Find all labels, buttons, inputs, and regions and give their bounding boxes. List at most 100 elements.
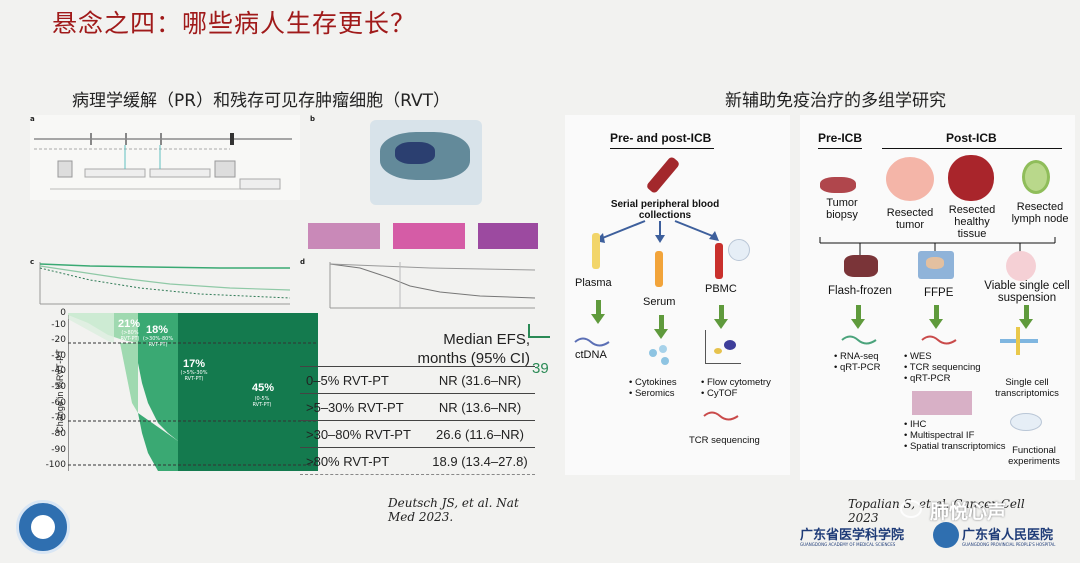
- blood-diagram: Pre- and post-ICB Serial peripheral bloo…: [565, 115, 790, 475]
- flash-frozen-label: Flash-frozen: [828, 285, 892, 297]
- single-cell-label: Single cell transcriptomics: [995, 377, 1059, 399]
- cell-suspension-icon: [1006, 251, 1036, 281]
- ffpe-arrow-icon: [929, 305, 943, 329]
- efs-value: 18.9 (13.4–27.8): [425, 447, 535, 475]
- serum-tube-icon: [655, 251, 663, 287]
- efs-value: NR (13.6–NR): [425, 393, 535, 421]
- blood-heading: Pre- and post-ICB: [610, 131, 712, 145]
- survival-panel-c: c: [30, 258, 295, 308]
- segment-range-2: (>30%-80% RVT-PT): [142, 336, 174, 348]
- table-row: 0–5% RVT-PT NR (31.6–NR): [300, 366, 535, 394]
- table-bottom-rule: [300, 474, 535, 475]
- tcr-label: TCR sequencing: [689, 435, 760, 446]
- blood-collection: Serial peripheral blood collections: [610, 199, 720, 221]
- ytick-70: -70: [51, 413, 66, 423]
- segment-pct-1: 21%: [118, 318, 141, 330]
- efs-group: >80% RVT-PT: [300, 447, 425, 475]
- regression-image: [308, 223, 380, 249]
- efs-value: 26.6 (11.6–NR): [425, 420, 535, 448]
- academy-name: 广东省医学科学院: [800, 528, 905, 543]
- list-item: • IHC: [904, 419, 927, 430]
- blood-arrows: [595, 220, 719, 243]
- side-number: 39: [532, 360, 549, 377]
- frozen-sample-icon: [844, 255, 878, 277]
- hospital-logo-icon: [933, 522, 959, 548]
- list-item: • Spatial transcriptomics: [904, 441, 1006, 452]
- healthy-tissue-icon: [948, 155, 994, 201]
- tumor-bed-diagram: [370, 120, 482, 205]
- segment-pct-3: 17%: [183, 358, 206, 370]
- left-citation-line1: Deutsch JS, et al. Nat: [388, 496, 519, 510]
- tissue-diagram: Pre-ICB Post-ICB Tumor biopsy Resected t…: [800, 115, 1075, 480]
- wechat-icon: [900, 500, 922, 518]
- list-item: • TCR sequencing: [904, 362, 981, 373]
- dna-icon: [574, 337, 610, 347]
- flash-items: • RNA-seq • qRT-PCR: [834, 351, 880, 373]
- hospital-footer: 广东省医学科学院 GUANGDONG ACADEMY OF MEDICAL SC…: [800, 522, 1060, 552]
- page-title: 悬念之四：哪些病人生存更长？: [52, 9, 417, 38]
- panel-label-b: b: [310, 115, 316, 123]
- segment-pct-2: 18%: [146, 324, 169, 336]
- segment-range-1: (>80% RVT-PT): [120, 330, 140, 342]
- hospital-name: 广东省人民医院: [962, 528, 1054, 543]
- table-row: >80% RVT-PT 18.9 (13.4–27.8): [300, 447, 535, 475]
- plasma-arrow-icon: [591, 300, 605, 324]
- list-item: • Cytokines: [629, 377, 677, 388]
- survival-panel-d: d: [300, 258, 540, 320]
- serum-label: Serum: [643, 296, 676, 308]
- pre-icb-label: Pre-ICB: [818, 131, 863, 145]
- single-cell-icon: [1000, 327, 1038, 355]
- post-icb-label: Post-ICB: [946, 131, 997, 145]
- pbmc-label: PBMC: [705, 283, 737, 295]
- panel-label-d: d: [300, 258, 306, 266]
- ctdna-label: ctDNA: [575, 349, 607, 361]
- list-item: • CyTOF: [701, 388, 738, 399]
- necrosis-image: [393, 223, 465, 249]
- ytick-80: -80: [51, 429, 66, 439]
- ytick-30: -30: [51, 351, 66, 361]
- right-citation-line1: Topalian S, et al. Cancer Cell: [848, 497, 1025, 511]
- ffpe-items: • WES • TCR sequencing • qRT-PCR: [904, 351, 981, 384]
- pbmc-arrow-icon: [714, 305, 728, 329]
- survival-curves-d: [329, 262, 536, 309]
- ytick-50: -50: [51, 382, 66, 392]
- list-item: • qRT-PCR: [834, 362, 881, 373]
- rna-icon: [841, 335, 877, 345]
- plasma-label: Plasma: [575, 277, 612, 289]
- ytick-20: -20: [51, 335, 66, 345]
- efs-header-line2: months (95% CI): [417, 350, 530, 367]
- viable-label: Viable single cell suspension: [984, 280, 1070, 304]
- efs-group: >5–30% RVT-PT: [300, 393, 425, 421]
- cytokine-icon: [647, 345, 677, 367]
- deco-mark: [528, 324, 550, 338]
- list-item: • Seromics: [629, 388, 675, 399]
- blood-tube-icon: [645, 155, 681, 195]
- waterfall-yaxis: 0 -10 -20 -30 -40 -50 -60 -70 -80 -90 -1…: [46, 308, 66, 478]
- society-logo: [16, 500, 70, 554]
- ytick-0: 0: [60, 308, 66, 318]
- resected-tumor-icon: [886, 157, 934, 201]
- ytick-100: -100: [45, 460, 66, 470]
- list-item: • Flow cytometry: [701, 377, 771, 388]
- efs-header: Median EFS, months (95% CI): [380, 330, 530, 368]
- resected-tumor-label: Resected tumor: [886, 207, 934, 231]
- ytick-10: -10: [51, 320, 66, 330]
- left-citation: Deutsch JS, et al. Nat Med 2023.: [388, 496, 519, 524]
- survival-curves-c: [39, 262, 291, 305]
- efs-group: >30–80% RVT-PT: [300, 420, 425, 448]
- biopsy-icon: [820, 177, 856, 193]
- tumor-bed-panel: b: [300, 115, 540, 255]
- ytick-90: -90: [51, 445, 66, 455]
- ytick-40: -40: [51, 366, 66, 376]
- cells-icon: [728, 239, 750, 261]
- table-row: >30–80% RVT-PT 26.6 (11.6–NR): [300, 420, 535, 448]
- pre-icb-underline: [818, 148, 862, 149]
- ffpe-label: FFPE: [924, 287, 954, 299]
- heading-underline: [610, 148, 714, 149]
- efs-header-line1: Median EFS,: [443, 331, 530, 348]
- segment-pct-4: 45%: [252, 382, 275, 394]
- flow-plot-icon: [705, 330, 741, 364]
- viable-arrow-icon: [1019, 305, 1033, 329]
- tumor-biopsy-label: Tumor biopsy: [826, 197, 858, 221]
- list-item: • RNA-seq: [834, 351, 879, 362]
